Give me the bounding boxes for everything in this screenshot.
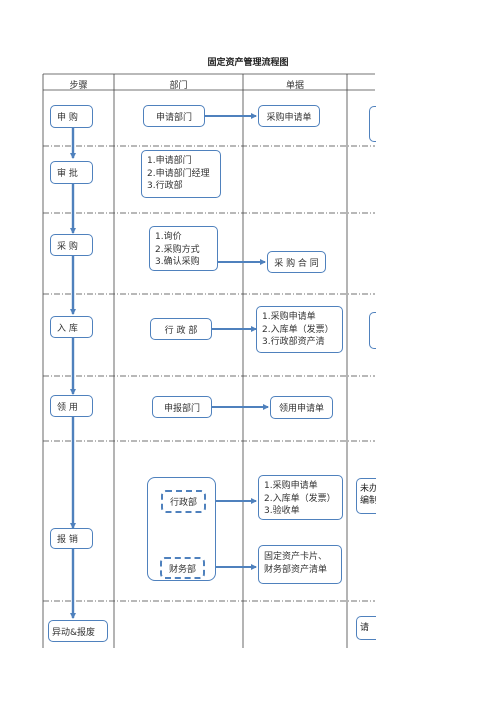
procure-line-2: 2.采购方式 bbox=[155, 244, 200, 255]
report-line-1: 1.采购申请单 bbox=[264, 481, 318, 491]
doc-report-list: 1.采购申请单 2.入库单（发票） 3.验收单 bbox=[258, 475, 343, 520]
step-report-loss: 报 销 bbox=[50, 528, 93, 549]
dept-procure-list: 1.询价 2.采购方式 3.确认采购 bbox=[149, 226, 218, 271]
dept-receive: 申报部门 bbox=[152, 396, 212, 418]
dept-approve-list: 1.申请部门 2.申请部门经理 3.行政部 bbox=[141, 150, 221, 198]
doc-asset-card: 固定资产卡片、 财务部资产清单 bbox=[258, 545, 342, 584]
clipped-note-report: 未办 编制 bbox=[356, 478, 376, 514]
doc-storage-list: 1.采购申请单 2.入库单（发票） 3.行政部资产清 bbox=[256, 306, 343, 353]
step-approve: 审 批 bbox=[50, 161, 93, 184]
step-purchase-apply: 申 购 bbox=[50, 105, 93, 128]
report-note-line-2: 编制 bbox=[360, 496, 376, 506]
doc-receive-form: 领用申请单 bbox=[270, 396, 333, 419]
header-department: 部门 bbox=[169, 81, 188, 91]
step-storage: 入 库 bbox=[50, 316, 93, 338]
storage-line-1: 1.采购申请单 bbox=[262, 312, 316, 322]
header-document: 单据 bbox=[285, 81, 304, 91]
dept-report-finance: 财务部 bbox=[160, 557, 205, 579]
report-line-2: 2.入库单（发票） bbox=[264, 493, 336, 504]
step-change-scrap: 异动&报废 bbox=[48, 620, 108, 642]
procure-line-3: 3.确认采购 bbox=[155, 257, 200, 267]
header-step: 步骤 bbox=[69, 81, 88, 91]
change-note-text: 请 bbox=[360, 623, 370, 633]
doc-purchase-request: 采购申请单 bbox=[258, 105, 320, 127]
card-line-1: 固定资产卡片、 bbox=[264, 552, 328, 562]
dept-apply: 申请部门 bbox=[143, 105, 205, 127]
storage-line-2: 2.入库单（发票） bbox=[262, 324, 334, 335]
clipped-box-storage bbox=[369, 312, 376, 349]
report-note-line-1: 未办 bbox=[360, 484, 376, 494]
approve-line-3: 3.行政部 bbox=[147, 181, 183, 191]
approve-line-2: 2.申请部门经理 bbox=[147, 168, 210, 179]
approve-line-1: 1.申请部门 bbox=[147, 156, 192, 166]
card-line-2: 财务部资产清单 bbox=[264, 564, 328, 575]
storage-line-3: 3.行政部资产清 bbox=[262, 337, 325, 347]
page-title: 固定资产管理流程图 bbox=[207, 58, 289, 68]
report-line-3: 3.验收单 bbox=[264, 506, 300, 516]
step-receive: 领 用 bbox=[50, 395, 93, 417]
clipped-note-change: 请 bbox=[356, 616, 376, 640]
dept-storage-admin: 行 政 部 bbox=[150, 318, 212, 340]
procure-line-1: 1.询价 bbox=[155, 232, 182, 242]
step-procure: 采 购 bbox=[50, 234, 93, 256]
clipped-box-apply bbox=[369, 106, 376, 142]
dept-report-admin: 行政部 bbox=[161, 490, 206, 513]
doc-contract: 采 购 合 同 bbox=[267, 251, 326, 273]
